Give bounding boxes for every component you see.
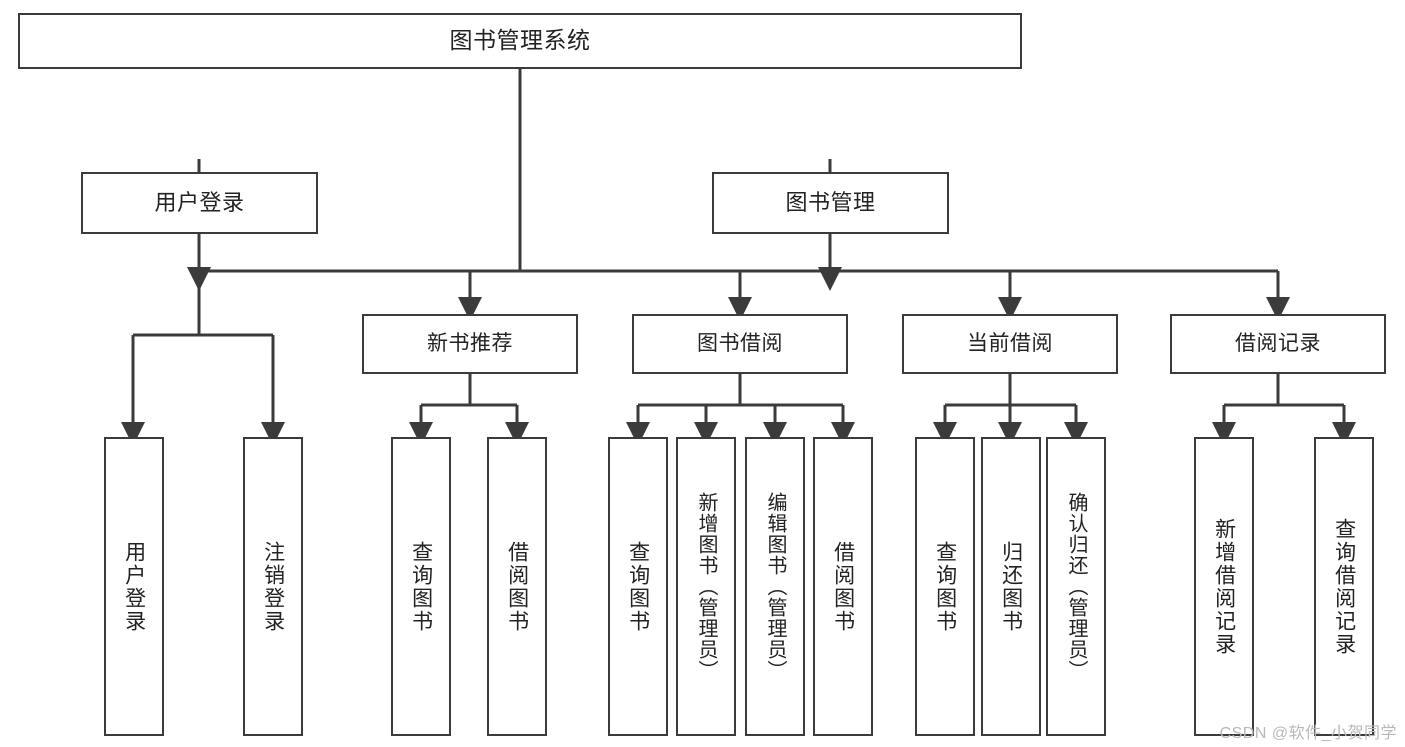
- node-new-book-recommend[interactable]: 新书推荐: [362, 314, 578, 374]
- node-label: 图书管理: [785, 190, 876, 216]
- leaf-edit-book-admin[interactable]: 编辑图书（管理员）: [745, 437, 805, 736]
- node-label: 当前借阅: [967, 331, 1053, 355]
- node-label: 查询图书: [933, 540, 957, 633]
- node-user-login[interactable]: 用户登录: [81, 172, 318, 234]
- leaf-borrow-book[interactable]: 借阅图书: [813, 437, 873, 736]
- node-label: 借阅图书: [505, 540, 529, 633]
- leaf-return-book[interactable]: 归还图书: [981, 437, 1041, 736]
- node-label: 新书推荐: [427, 331, 513, 355]
- leaf-query-book-borrow[interactable]: 查询图书: [608, 437, 668, 736]
- leaf-query-borrow-record[interactable]: 查询借阅记录: [1314, 437, 1374, 736]
- watermark: CSDN @软件_小贺同学: [1219, 725, 1397, 742]
- leaf-add-borrow-record[interactable]: 新增借阅记录: [1194, 437, 1254, 736]
- leaf-add-book-admin[interactable]: 新增图书（管理员）: [676, 437, 736, 736]
- node-label: 新增借阅记录: [1212, 517, 1236, 656]
- node-book-borrow[interactable]: 图书借阅: [632, 314, 848, 374]
- leaf-query-book-current[interactable]: 查询图书: [915, 437, 975, 736]
- node-label: 注销登录: [261, 540, 285, 633]
- node-label: 查询图书: [626, 540, 650, 633]
- node-label: 查询借阅记录: [1332, 517, 1356, 656]
- node-book-management[interactable]: 图书管理: [712, 172, 949, 234]
- node-current-borrow[interactable]: 当前借阅: [902, 314, 1118, 374]
- node-label: 新增图书（管理员）: [695, 492, 717, 681]
- leaf-logout[interactable]: 注销登录: [243, 437, 303, 736]
- leaf-confirm-return-admin[interactable]: 确认归还（管理员）: [1046, 437, 1106, 736]
- node-label: 查询图书: [409, 540, 433, 633]
- node-root-system[interactable]: 图书管理系统: [18, 13, 1022, 69]
- node-label: 用户登录: [122, 540, 146, 633]
- node-label: 用户登录: [154, 190, 245, 216]
- node-label: 图书借阅: [697, 331, 783, 355]
- leaf-user-login[interactable]: 用户登录: [104, 437, 164, 736]
- node-label: 借阅记录: [1235, 331, 1321, 355]
- node-label: 归还图书: [999, 540, 1023, 633]
- leaf-borrow-book-recommend[interactable]: 借阅图书: [487, 437, 547, 736]
- node-label: 图书管理系统: [449, 27, 591, 54]
- node-label: 借阅图书: [831, 540, 855, 633]
- node-borrow-record[interactable]: 借阅记录: [1170, 314, 1386, 374]
- node-label: 编辑图书（管理员）: [764, 492, 786, 681]
- node-label: 确认归还（管理员）: [1065, 492, 1087, 681]
- leaf-query-book-recommend[interactable]: 查询图书: [391, 437, 451, 736]
